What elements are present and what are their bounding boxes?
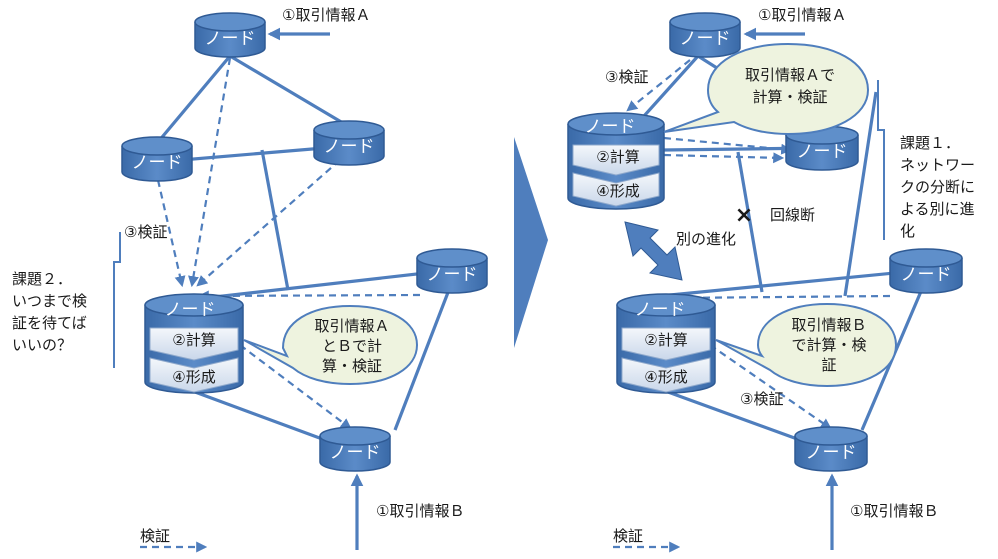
node-label: ノード	[585, 117, 636, 137]
right-verify-top-label: ③検証	[605, 68, 648, 86]
right-verify-bottom-label: ③検証	[740, 390, 783, 408]
right-callout-bottom: 取引情報Ｂ で計算・検 証	[715, 302, 898, 388]
left-tx-b-label: ①取引情報Ｂ	[376, 502, 464, 520]
fork-label: 別の進化	[676, 230, 736, 248]
form-step: ④形成	[596, 182, 639, 200]
issue-line: ネットワー	[900, 156, 975, 174]
node-label: ノード	[132, 153, 183, 173]
issue-line: よる別に進	[900, 200, 975, 218]
line-break-mark: ×	[735, 203, 753, 228]
issue-line: 課題２．	[12, 270, 72, 288]
right-tx-a-label: ①取引情報Ａ	[758, 6, 846, 24]
right-verify-arrows	[626, 59, 891, 430]
left-node-top: ノード	[194, 12, 266, 58]
right-node-right: ノード	[889, 248, 963, 294]
right-panel: ノード ノード ノード ノード ノード ②計算 ④形成	[567, 6, 975, 553]
node-label: ノード	[205, 29, 256, 49]
right-issue: 課題１． ネットワー クの分断に よる別に進 化	[900, 134, 975, 240]
right-node-bottom: ノード	[794, 426, 868, 472]
node-label: ノード	[165, 300, 216, 320]
left-node-main: ノード ②計算 ④形成	[144, 293, 244, 394]
callout-line: 取引情報Ａで	[745, 66, 835, 84]
transition-arrow	[514, 137, 548, 348]
left-issue: 課題２． いつまで検 証を待てば いいの？	[12, 270, 87, 354]
node-label: ノード	[901, 265, 952, 285]
right-node-upper-main: ノード ②計算 ④形成	[567, 112, 665, 210]
callout-line: で計算・検	[791, 336, 866, 354]
left-node-mid-right: ノード	[313, 120, 385, 166]
callout-line: 算・検証	[322, 357, 382, 375]
right-node-lower-main: ノード ②計算 ④形成	[616, 293, 716, 394]
left-node-bottom: ノード	[319, 426, 391, 472]
left-node-right: ノード	[416, 248, 488, 294]
left-callout: 取引情報Ａ とＢで計 算・検証	[243, 304, 419, 386]
node-label: ノード	[324, 137, 375, 157]
left-issue-bracket	[113, 232, 121, 368]
issue-line: 化	[900, 222, 915, 240]
left-tx-a-label: ①取引情報Ａ	[282, 6, 370, 24]
issue-line: クの分断に	[900, 178, 975, 196]
calc-step: ②計算	[596, 148, 639, 166]
form-step: ④形成	[644, 368, 687, 386]
right-legend: 検証	[613, 527, 681, 553]
fork-double-arrow	[624, 221, 683, 281]
callout-line: 証	[821, 356, 836, 374]
node-label: ノード	[427, 265, 478, 285]
legend-label: 検証	[613, 527, 643, 545]
callout-line: 取引情報Ａ	[314, 317, 389, 335]
callout-line: 取引情報Ｂ	[791, 316, 866, 334]
node-label: ノード	[806, 443, 857, 463]
right-node-top: ノード	[669, 12, 741, 58]
callout-line: 計算・検証	[752, 88, 827, 106]
left-legend: 検証	[140, 527, 208, 553]
line-break-label: 回線断	[770, 206, 815, 224]
left-panel: ノード ノード ノード ノード ノード ノード	[12, 6, 488, 553]
node-label: ノード	[635, 300, 686, 320]
calc-step: ②計算	[644, 331, 687, 349]
node-label: ノード	[680, 29, 731, 49]
left-node-mid-left: ノード	[121, 136, 193, 182]
form-step: ④形成	[172, 368, 215, 386]
issue-line: いつまで検	[12, 292, 87, 310]
calc-step: ②計算	[172, 331, 215, 349]
node-label: ノード	[797, 142, 848, 162]
right-node-mid-right: ノード	[785, 125, 859, 171]
issue-line: 課題１．	[900, 134, 960, 152]
legend-label: 検証	[140, 527, 170, 545]
right-tx-b-label: ①取引情報Ｂ	[850, 502, 938, 520]
issue-line: 証を待てば	[12, 314, 87, 332]
node-label: ノード	[330, 443, 381, 463]
left-verify-arrows	[156, 57, 421, 430]
right-callout-top: 取引情報Ａで 計算・検証	[663, 42, 870, 136]
left-verify-label: ③検証	[124, 223, 167, 241]
right-issue-bracket	[877, 80, 885, 240]
issue-line: いいの？	[12, 336, 72, 354]
callout-line: とＢで計	[322, 337, 382, 355]
